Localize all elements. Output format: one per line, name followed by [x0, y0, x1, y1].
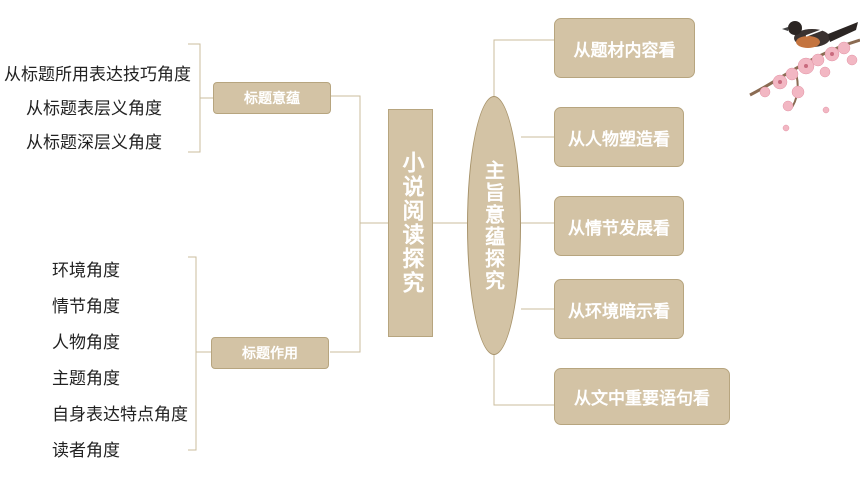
left-top-item-1: 从标题所用表达技巧角度: [4, 65, 191, 85]
left-top-item-2: 从标题表层义角度: [26, 99, 162, 119]
left-bottom-item-4: 主题角度: [52, 369, 120, 389]
right-item-1-label: 从题材内容看: [573, 40, 676, 61]
right-item-1-box: 从题材内容看: [554, 18, 695, 78]
title-function-box: 标题作用: [211, 337, 329, 369]
title-meaning-label: 标题意蕴: [244, 91, 300, 107]
right-item-4-box: 从环境暗示看: [554, 279, 684, 339]
left-bottom-item-6: 读者角度: [52, 441, 120, 461]
right-item-3-label: 从情节发展看: [568, 218, 670, 239]
theme-exploration-label: 主旨意蕴探究: [481, 159, 506, 292]
left-bottom-item-2: 情节角度: [52, 297, 120, 317]
right-item-5-label: 从文中重要语句看: [574, 389, 710, 409]
center-title: 小说阅读探究: [398, 151, 424, 295]
right-item-2-box: 从人物塑造看: [554, 107, 684, 167]
center-title-box: 小说阅读探究: [388, 109, 433, 337]
right-item-5-box: 从文中重要语句看: [554, 368, 730, 425]
left-bottom-item-5: 自身表达特点角度: [52, 405, 188, 425]
left-top-item-3: 从标题深层义角度: [26, 133, 162, 153]
right-item-4-label: 从环境暗示看: [568, 301, 670, 322]
left-bottom-item-3: 人物角度: [52, 333, 120, 353]
theme-exploration-oval: 主旨意蕴探究: [467, 96, 521, 355]
left-bottom-item-1: 环境角度: [52, 261, 120, 281]
right-item-2-label: 从人物塑造看: [568, 129, 670, 150]
bird-on-blossom-branch-icon: [749, 21, 860, 132]
title-meaning-box: 标题意蕴: [213, 82, 331, 114]
right-item-3-box: 从情节发展看: [554, 196, 684, 256]
title-function-label: 标题作用: [242, 346, 298, 362]
